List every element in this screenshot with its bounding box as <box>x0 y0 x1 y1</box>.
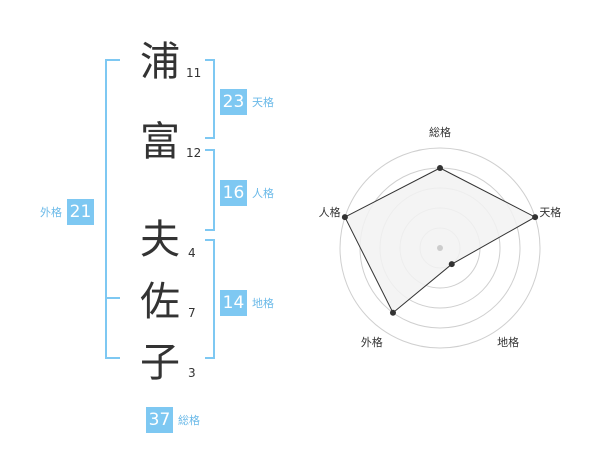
jinkaku-badge: 16 人格 <box>220 180 274 206</box>
gaikaku-badge: 外格 21 <box>40 199 94 225</box>
radar-point-1 <box>437 165 443 171</box>
surname-strokes-2: 12 <box>186 146 202 160</box>
radar-axis-label-1: 総格 <box>429 125 451 139</box>
tenkaku-bracket <box>205 59 215 139</box>
surname-char-2: 富 <box>140 119 180 165</box>
radar-point-5 <box>341 214 348 221</box>
radar-axis-label-3: 地格 <box>497 335 519 349</box>
radar-center-dot <box>437 245 443 251</box>
radar-shape <box>344 167 537 314</box>
given-strokes-3: 3 <box>188 366 196 380</box>
given-strokes-1: 4 <box>188 246 196 260</box>
tenkaku-value: 23 <box>220 89 247 115</box>
radar-point-2 <box>532 214 539 221</box>
chikaku-value: 14 <box>220 290 247 316</box>
radar-axis-label-5: 人格 <box>319 205 341 219</box>
radar-point-4 <box>389 309 396 316</box>
jinkaku-bracket <box>205 149 215 231</box>
soukaku-badge: 37 総格 <box>146 407 200 433</box>
gaikaku-value: 21 <box>67 199 94 225</box>
given-char-2: 佐 <box>140 279 180 325</box>
gaikaku-bracket <box>105 59 120 359</box>
chikaku-label: 地格 <box>252 297 274 310</box>
radar-ring <box>339 147 541 349</box>
soukaku-value: 37 <box>146 407 173 433</box>
jinkaku-label: 人格 <box>252 187 274 200</box>
jinkaku-value: 16 <box>220 180 247 206</box>
given-char-3: 子 <box>140 340 180 386</box>
radar-point-3 <box>448 261 455 268</box>
given-strokes-2: 7 <box>188 306 196 320</box>
surname-strokes-1: 11 <box>186 66 202 80</box>
radar-points <box>341 165 539 316</box>
radar-axis-label-2: 天格 <box>539 205 561 219</box>
surname-char-1: 浦 <box>140 39 180 85</box>
soukaku-label: 総格 <box>178 414 200 427</box>
radar-axis-label-4: 外格 <box>361 335 383 349</box>
tenkaku-label: 天格 <box>252 96 274 109</box>
chikaku-badge: 14 地格 <box>220 290 274 316</box>
given-char-1: 夫 <box>140 217 180 263</box>
chikaku-bracket <box>205 239 215 359</box>
gaikaku-label: 外格 <box>40 206 62 219</box>
tenkaku-badge: 23 天格 <box>220 89 274 115</box>
